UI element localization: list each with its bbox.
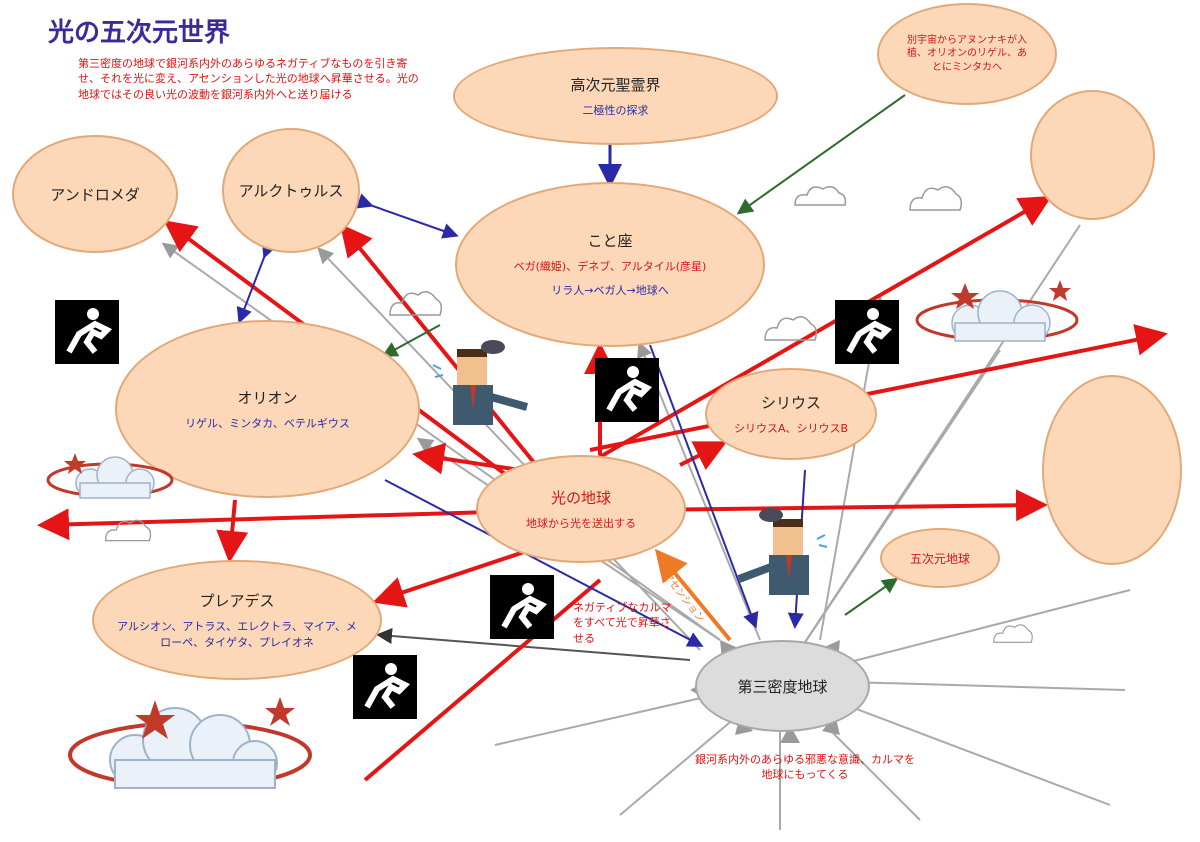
struggle-figure-icon (595, 358, 659, 422)
cloud-doodle-icon (764, 316, 818, 341)
node-label: オリオン (237, 388, 298, 407)
node-orion: オリオン リゲル、ミンタカ、ベテルギウス (115, 320, 420, 498)
angry-businessman-icon (432, 340, 529, 425)
node-light-earth: 光の地球 地球から光を送出する (476, 455, 686, 563)
bottom-note: 銀河系内外のあらゆる邪悪な意識、カルマを地球にもってくる (695, 753, 915, 782)
explosion-cloud-icon (68, 697, 312, 789)
green-arrows (381, 94, 906, 616)
node-third-density-earth: 第三密度地球 (695, 640, 870, 732)
node-sub: ベガ(織姫)、デネブ、アルタイル(彦星) (513, 260, 707, 274)
node-label: 高次元聖霊界 (570, 75, 661, 94)
cloud-doodle-icon (104, 519, 152, 542)
node-sirius: シリウス シリウスA、シリウスB (705, 368, 877, 460)
node-fifth-dimension-earth: 五次元地球 (880, 528, 1000, 588)
explosion-cloud-icon (46, 453, 174, 499)
angry-businessman-icon (737, 508, 828, 595)
negative-karma-note: ネガティブなカルマをすべて光で昇華させる (573, 601, 672, 645)
node-label: シリウス (760, 393, 821, 412)
struggle-figure-icon (353, 655, 417, 719)
page-title: 光の五次元世界 (48, 18, 231, 48)
node-sub: アルシオン、アトラス、エレクトラ、マイア、メローペ、タイゲタ、プレイオネ (117, 619, 357, 649)
top-note: 第三密度の地球で銀河系内外のあらゆるネガティブなものを引き寄せ、それを光に変え、… (78, 57, 419, 101)
node-label: アルクトゥルス (238, 182, 344, 200)
node-label: プレアデス (199, 591, 275, 610)
node-lyra: こと座 ベガ(織姫)、デネブ、アルタイル(彦星) リラ人→ベガ人→地球へ (455, 182, 765, 347)
node-sub: リゲル、ミンタカ、ベテルギウス (185, 416, 350, 430)
node-high-spirit-realm: 高次元聖霊界 二極性の探求 (453, 47, 778, 145)
struggle-figure-icon (835, 300, 899, 364)
struggle-figure-icon (55, 300, 119, 364)
ascension-arrow (654, 548, 732, 642)
node-sub: シリウスA、シリウスB (733, 421, 849, 435)
node-sub: 地球から光を送出する (526, 516, 636, 530)
node-other-universe: 別宇宙からアヌンナキが入植、オリオンのリゲル、あとにミンタカへ (877, 3, 1057, 105)
node-label: こと座 (587, 232, 633, 251)
node-label: 五次元地球 (909, 551, 970, 566)
node-arcturus: アルクトゥルス (222, 128, 360, 253)
node-andromeda: アンドロメダ (12, 135, 178, 253)
cloud-doodle-icon (389, 291, 443, 316)
cloud-doodle-icon (794, 186, 847, 206)
cloud-doodle-icon (909, 186, 963, 211)
node-pleiades: プレアデス アルシオン、アトラス、エレクトラ、マイア、メローペ、タイゲタ、プレイ… (92, 560, 382, 680)
node-empty-top-right (1030, 90, 1155, 220)
node-sub-2: リラ人→ベガ人→地球へ (551, 284, 669, 297)
struggle-figure-icon (490, 575, 554, 639)
node-sub: 二極性の探求 (582, 103, 649, 117)
cloud-doodle-icon (993, 624, 1033, 643)
explosion-cloud-icon (915, 280, 1079, 342)
node-label: 別宇宙からアヌンナキが入植、オリオンのリゲル、あとにミンタカへ (907, 34, 1027, 73)
node-label: 光の地球 (550, 488, 611, 507)
node-label: 第三密度地球 (737, 677, 828, 696)
node-empty-right (1042, 375, 1182, 565)
node-label: アンドロメダ (50, 185, 140, 204)
